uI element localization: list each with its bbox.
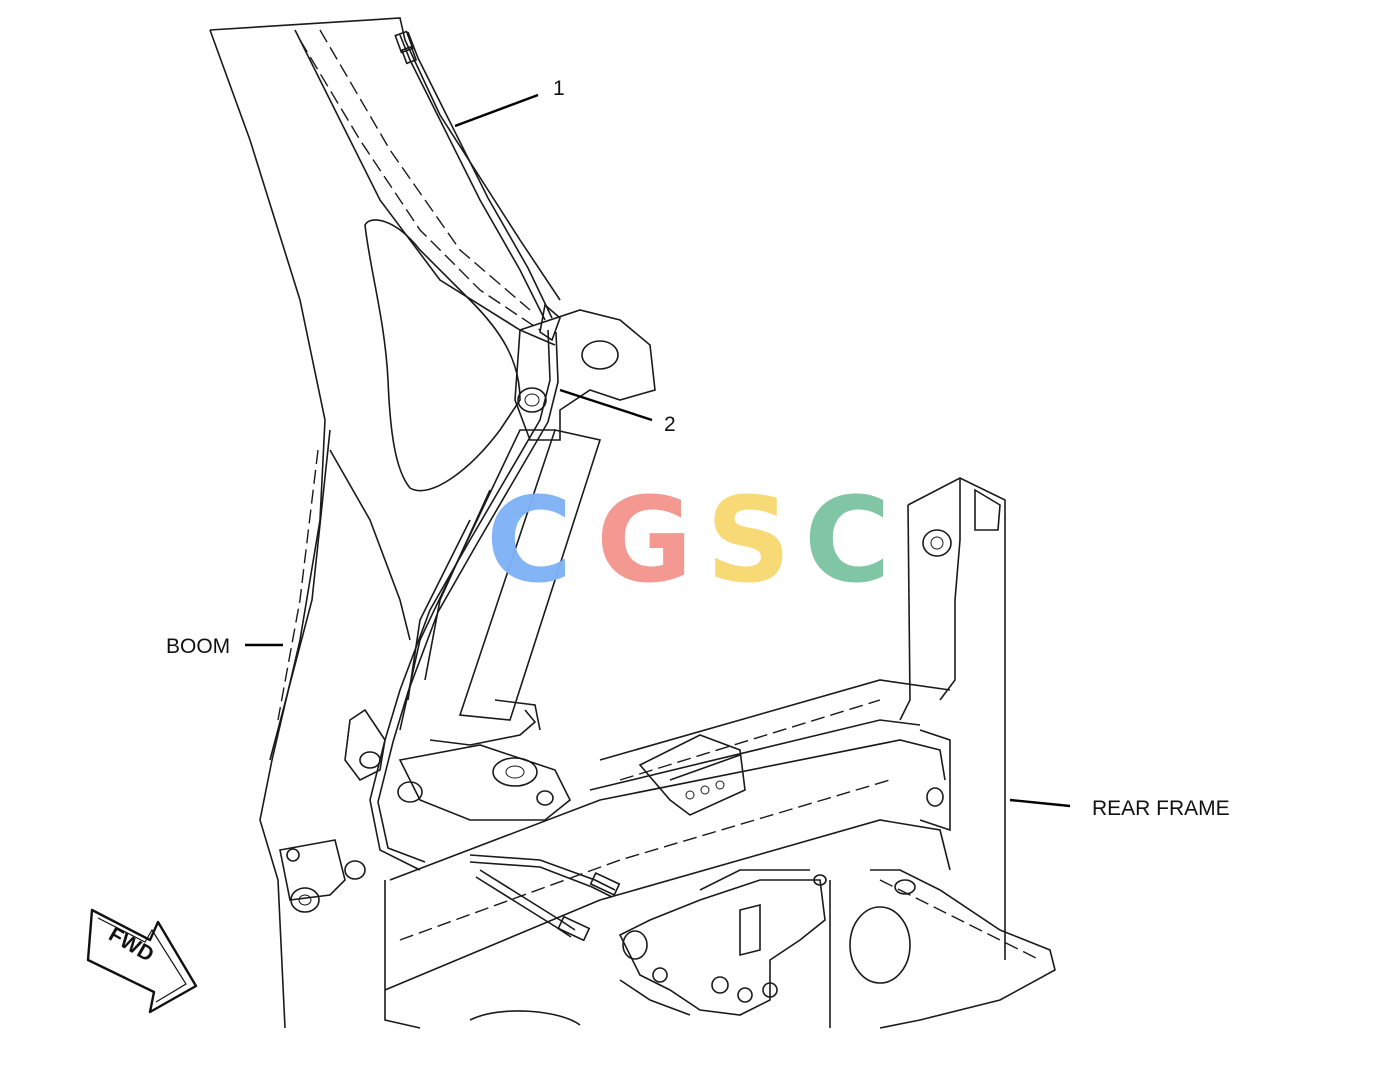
watermark-letter: C <box>486 471 573 609</box>
valve-mount-block <box>638 734 746 816</box>
callout-leader-1 <box>454 93 539 128</box>
callout-1: 1 <box>553 77 565 100</box>
upper-cylinder-mount <box>514 303 656 441</box>
boom-outline <box>209 17 561 1029</box>
callout-leader-2 <box>559 388 653 422</box>
boom-cutout <box>364 219 521 492</box>
watermark-letter: C <box>804 471 891 609</box>
callout-2: 2 <box>664 413 676 436</box>
rear-frame-label: REAR FRAME <box>1092 797 1230 820</box>
watermark-letter: S <box>706 471 791 609</box>
lower-pivot-assembly <box>279 708 572 913</box>
rear-frame-leader <box>1009 798 1071 808</box>
fwd-arrow-icon: FWD <box>86 908 198 1014</box>
hose-fittings <box>469 854 621 942</box>
upper-hose <box>394 30 553 321</box>
boom-label: BOOM <box>166 635 230 658</box>
rear-frame-outline <box>384 477 1056 1029</box>
watermark-logo: C G S C <box>486 471 891 609</box>
watermark-letter: G <box>596 471 693 609</box>
lower-hose <box>369 329 559 871</box>
control-valve-cluster <box>469 869 826 1026</box>
